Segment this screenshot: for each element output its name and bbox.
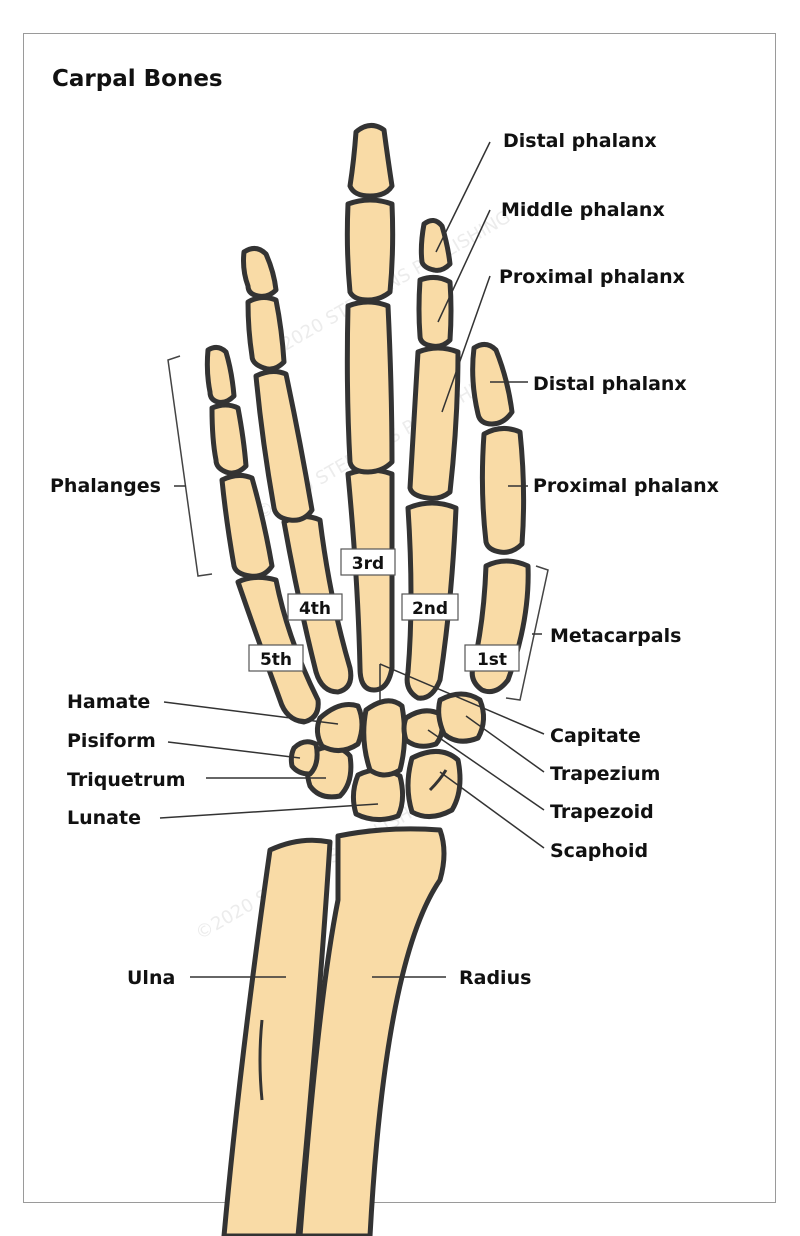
label-trapezoid: Trapezoid <box>550 801 654 823</box>
finger-3-proximal-phalanx <box>344 299 395 475</box>
finger-5-proximal-phalanx <box>219 472 275 579</box>
finger-4-middle-phalanx <box>245 294 287 372</box>
label-scaphoid: Scaphoid <box>550 840 648 862</box>
metacarpals-bracket <box>505 565 549 701</box>
metacarpal-1-bone <box>469 558 531 695</box>
metacarpal-5-tag-text: 5th <box>260 650 292 670</box>
finger-2-proximal-phalanx <box>407 345 461 501</box>
finger-2-middle-phalanx <box>416 274 454 349</box>
thumb-distal-phalanx <box>470 342 515 427</box>
figure-title: Carpal Bones <box>52 66 223 92</box>
finger-4-distal-phalanx <box>241 246 279 299</box>
capitate-bone <box>361 698 408 778</box>
label-thumb-distal-phalanx: Distal phalanx <box>533 373 687 395</box>
label-distal-phalanx: Distal phalanx <box>503 130 657 152</box>
metacarpal-2-tag-text: 2nd <box>412 599 448 619</box>
label-phalanges: Phalanges <box>50 475 161 497</box>
label-lunate: Lunate <box>67 807 141 829</box>
finger-5-distal-phalanx <box>204 344 237 405</box>
label-thumb-proximal-phalanx: Proximal phalanx <box>533 475 719 497</box>
metacarpal-3-tag-text: 3rd <box>352 554 384 574</box>
label-metacarpals: Metacarpals <box>550 625 681 647</box>
label-middle-phalanx: Middle phalanx <box>501 199 665 221</box>
hamate-bone <box>314 702 365 753</box>
label-hamate: Hamate <box>67 691 150 713</box>
trapezium-bone <box>436 691 486 744</box>
ulna-ridge <box>258 1019 264 1101</box>
label-triquetrum: Triquetrum <box>67 769 186 791</box>
metacarpal-1-tag-text: 1st <box>477 650 507 670</box>
metacarpal-4-tag: 4th <box>287 593 343 621</box>
metacarpal-3-bone <box>345 467 395 693</box>
finger-3-distal-phalanx <box>347 123 395 199</box>
label-trapezium: Trapezium <box>550 763 660 785</box>
finger-2-distal-phalanx <box>418 218 453 273</box>
radius-bone <box>297 826 447 1236</box>
thumb-proximal-phalanx <box>479 426 527 555</box>
phalanges-bracket <box>167 355 213 577</box>
trapezoid-bone <box>401 708 445 749</box>
pisiform-bone <box>288 739 320 777</box>
lunate-bone <box>350 767 406 822</box>
scaphoid-fold <box>428 769 448 792</box>
leader-lines <box>159 141 545 978</box>
label-radius: Radius <box>459 967 531 989</box>
finger-3-middle-phalanx <box>344 197 396 303</box>
metacarpal-3-tag: 3rd <box>340 548 396 576</box>
metacarpal-4-tag-text: 4th <box>299 599 331 619</box>
metacarpal-2-tag: 2nd <box>401 593 459 621</box>
label-capitate: Capitate <box>550 725 641 747</box>
finger-5-middle-phalanx <box>209 402 249 476</box>
label-proximal-phalanx: Proximal phalanx <box>499 266 685 288</box>
figure-frame <box>23 33 776 1203</box>
label-ulna: Ulna <box>127 967 175 989</box>
finger-4-proximal-phalanx <box>253 368 315 523</box>
label-pisiform: Pisiform <box>67 730 156 752</box>
metacarpal-1-tag: 1st <box>464 644 520 672</box>
metacarpal-5-tag: 5th <box>248 644 304 672</box>
